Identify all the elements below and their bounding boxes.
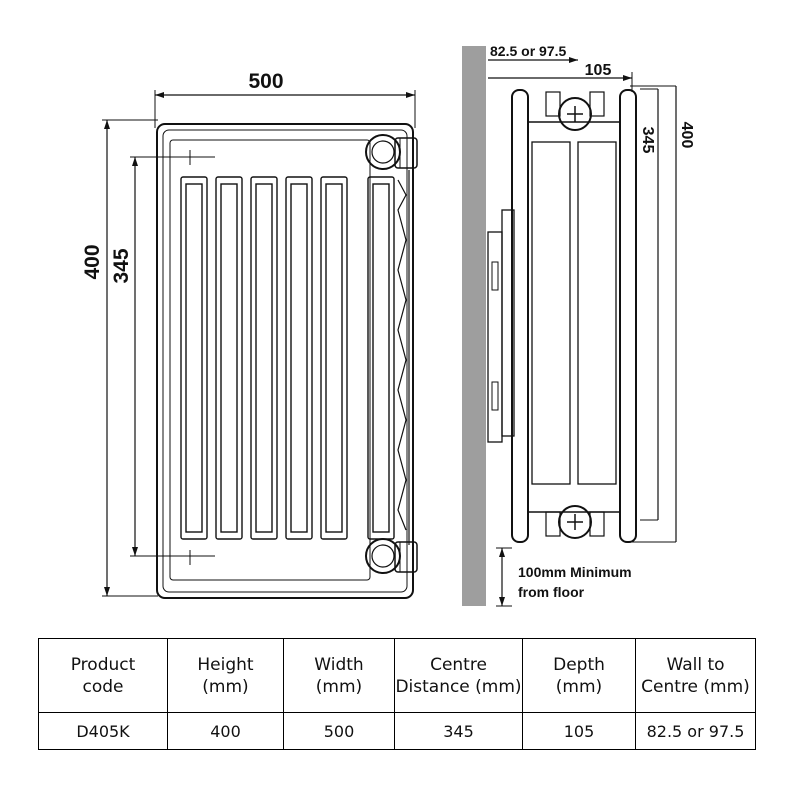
side-view [462, 46, 677, 607]
centre-dimension-label: 345 [110, 248, 133, 283]
side-height-label: 400 [678, 122, 695, 149]
header-depth: Depth(mm) [522, 638, 636, 713]
floor-note-line1: 100mm Minimum [518, 564, 632, 580]
header-width: Width(mm) [283, 638, 395, 713]
wall-to-centre-label: 82.5 or 97.5 [490, 43, 566, 59]
width-dimension-label: 500 [248, 70, 283, 93]
table-row: D405K 400 500 345 105 82.5 or 97.5 [38, 712, 756, 750]
floor-note-line2: from floor [518, 584, 585, 600]
side-centre-label: 345 [639, 127, 656, 154]
cell-product-code: D405K [38, 712, 168, 750]
cell-depth: 105 [522, 712, 636, 750]
height-dimension-label: 400 [81, 244, 104, 279]
cell-width: 500 [283, 712, 395, 750]
cell-wall-to-centre: 82.5 or 97.5 [635, 712, 756, 750]
radiator-technical-drawing: 500 400 345 [81, 43, 695, 607]
cell-height: 400 [167, 712, 284, 750]
cell-centre-distance: 345 [394, 712, 523, 750]
header-height: Height(mm) [167, 638, 284, 713]
depth-label: 105 [585, 62, 612, 79]
front-view [102, 90, 418, 599]
